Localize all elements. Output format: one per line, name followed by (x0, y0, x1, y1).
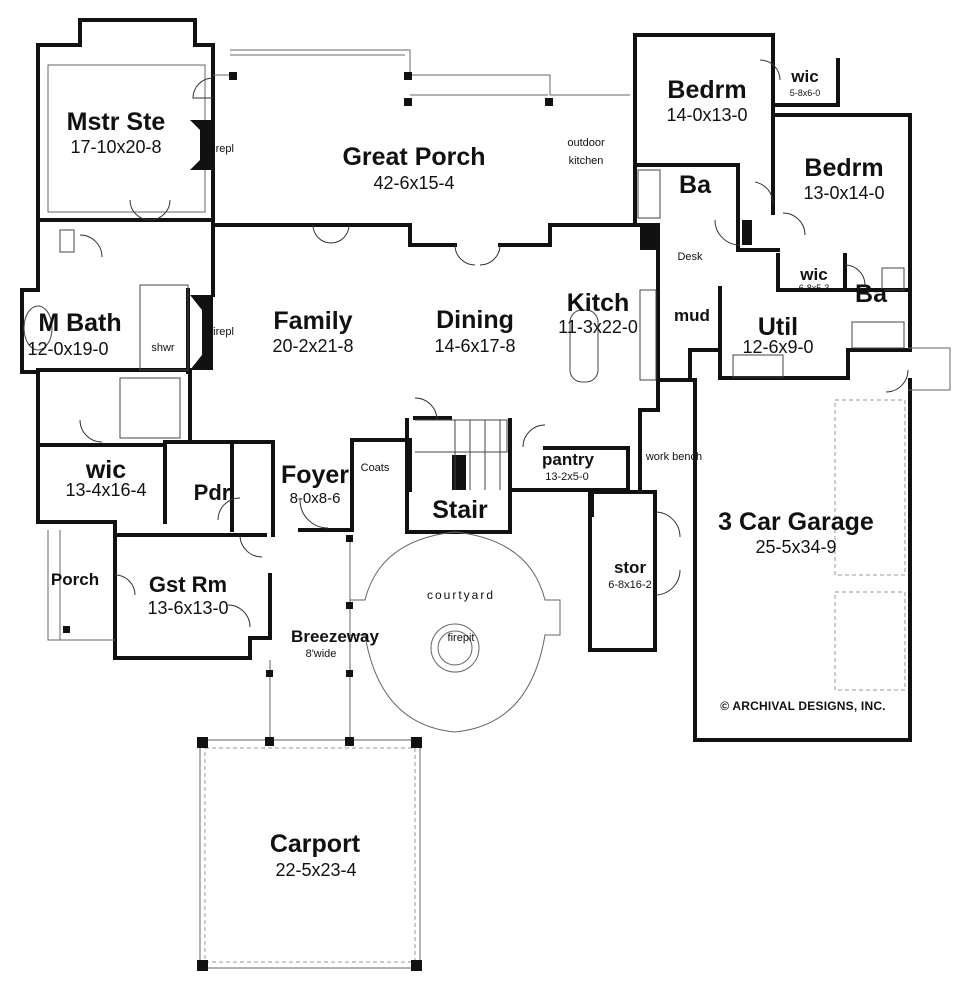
room-label-porch: Porch (51, 570, 99, 589)
room-label-ba-1: Ba (679, 171, 712, 199)
room-label-foyer: Foyer (281, 461, 349, 489)
doors (79, 59, 909, 628)
room-dim-mstr-ste: 17-10x20-8 (70, 137, 161, 157)
note-work-bench: work bench (645, 451, 702, 463)
room-dim-carport: 22-5x23-4 (275, 860, 356, 880)
courtyard (349, 531, 561, 733)
room-dim-pantry: 13-2x5-0 (545, 471, 588, 483)
room-dim-family: 20-2x21-8 (272, 336, 353, 356)
room-dim-wic-bed: 5-8x6-0 (790, 88, 821, 98)
note-outdoor-kitchen-2: kitchen (569, 155, 604, 167)
note-courtyard: courtyard (427, 588, 495, 602)
room-dim-bedrm-1: 14-0x13-0 (666, 105, 747, 125)
room-label-breezeway: Breezeway (291, 627, 379, 646)
room-dim-bedrm-2: 13-0x14-0 (803, 183, 884, 203)
room-label-pantry: pantry (542, 450, 595, 469)
note-firepl-master: firepl (210, 143, 234, 155)
room-label-m-bath: M Bath (38, 309, 121, 337)
room-dim-wic-master: 13-4x16-4 (65, 480, 146, 500)
note-outdoor-kitchen-1: outdoor (567, 137, 605, 149)
room-dim-garage: 25-5x34-9 (755, 537, 836, 557)
room-dim-foyer: 8-0x8-6 (290, 490, 341, 507)
room-label-wic-master: wic (85, 456, 126, 484)
room-label-kitch: Kitch (567, 289, 630, 317)
note-firepit: firepit (448, 632, 475, 644)
room-label-bedrm-1: Bedrm (667, 76, 746, 104)
note-coats: Coats (361, 462, 390, 474)
note-mud: mud (674, 306, 710, 325)
room-label-garage: 3 Car Garage (718, 508, 874, 536)
room-label-ba-2: Ba (855, 280, 888, 308)
room-label-util: Util (758, 313, 798, 341)
plan-notes: firepl firepl outdoor kitchen shwr Desk … (151, 137, 710, 644)
note-firepl-family: firepl (210, 326, 234, 338)
room-dim-stor: 6-8x16-2 (608, 579, 651, 591)
room-label-stair: Stair (432, 496, 488, 524)
room-label-stor: stor (614, 558, 647, 577)
room-label-bedrm-2: Bedrm (804, 154, 883, 182)
fixtures (23, 120, 905, 490)
room-dim-m-bath: 12-0x19-0 (27, 339, 108, 359)
room-dim-util: 12-6x9-0 (742, 337, 813, 357)
room-label-mstr-ste: Mstr Ste (67, 108, 166, 136)
room-label-wic-small: wic (799, 265, 827, 284)
room-label-pdr: Pdr (194, 480, 231, 505)
posts (63, 72, 553, 971)
note-desk: Desk (677, 251, 703, 263)
room-label-gst-rm: Gst Rm (149, 572, 227, 597)
room-label-carport: Carport (270, 830, 361, 858)
room-dim-wic-small: 6-8x5-3 (799, 283, 830, 293)
room-dim-breezeway: 8'wide (306, 648, 337, 660)
room-label-family: Family (273, 307, 352, 335)
room-labels: Mstr Ste 17-10x20-8 Great Porch 42-6x15-… (27, 67, 888, 880)
room-label-dining: Dining (436, 306, 514, 334)
room-dim-kitch: 11-3x22-0 (558, 317, 638, 337)
room-dim-dining: 14-6x17-8 (434, 336, 515, 356)
room-dim-gst-rm: 13-6x13-0 (147, 598, 228, 618)
note-shwr: shwr (151, 342, 175, 354)
copyright-credit: © ARCHIVAL DESIGNS, INC. (720, 699, 885, 713)
room-label-wic-bed: wic (790, 67, 818, 86)
room-label-great-porch: Great Porch (342, 143, 485, 171)
room-dim-great-porch: 42-6x15-4 (373, 173, 454, 193)
